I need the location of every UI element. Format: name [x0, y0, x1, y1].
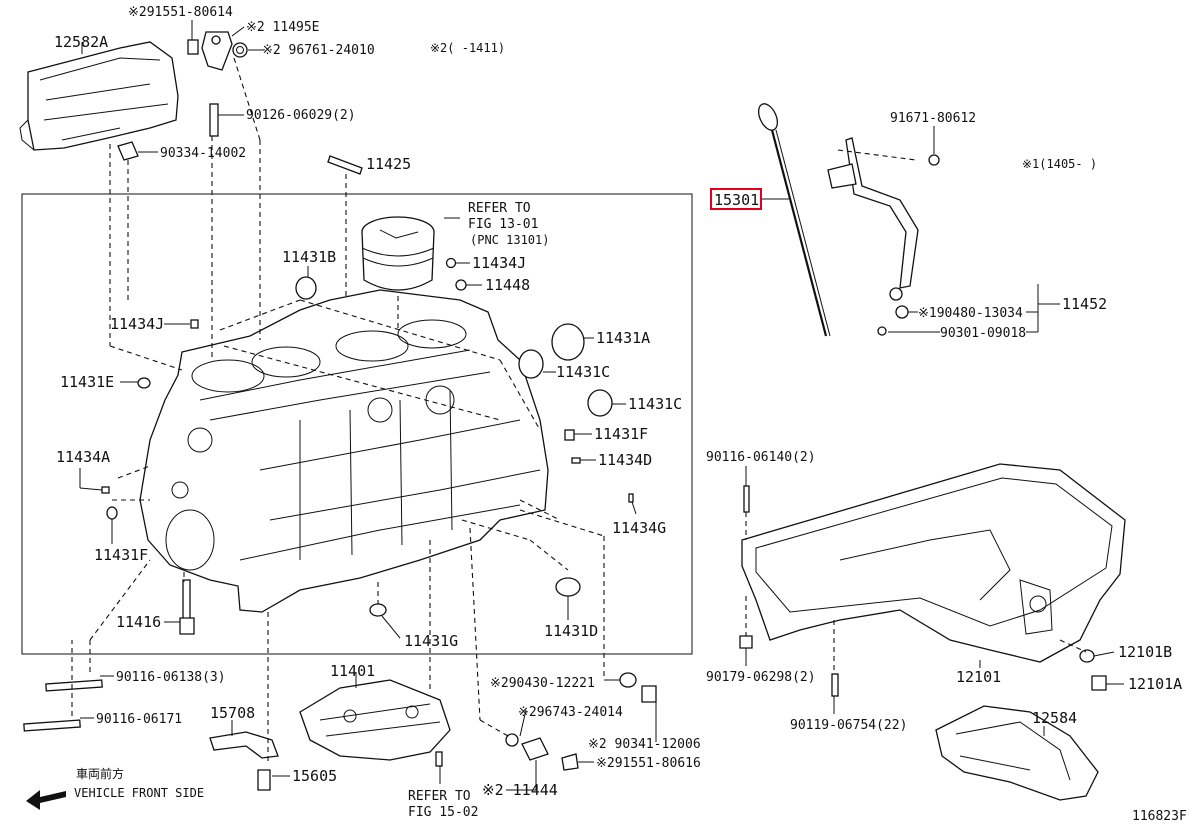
part-label-p08[interactable]: 11431B [282, 248, 336, 266]
part-label-p18[interactable]: 11434D [598, 451, 652, 469]
part-label-p05[interactable]: 90126-06029(2) [246, 108, 356, 123]
part-label-p42[interactable]: 12101B [1118, 643, 1172, 661]
vehicle-front-label-en: VEHICLE FRONT SIDE [74, 786, 204, 800]
part-label-p02[interactable]: ※2 11495E [246, 20, 320, 35]
part-label-p40[interactable]: 90179-06298(2) [706, 670, 816, 685]
part-label-p22[interactable]: 11431G [404, 632, 458, 650]
part-label-p35[interactable]: 91671-80612 [890, 111, 976, 126]
oil-strainer-bracket-shape [209, 731, 279, 791]
part-label-p44[interactable]: 90119-06754(22) [790, 718, 907, 733]
part-label-p27[interactable]: 15708 [210, 704, 255, 722]
fittings [505, 672, 657, 771]
part-label-p17[interactable]: 11434A [56, 448, 110, 466]
part-label-p34[interactable]: 15301 [714, 191, 759, 209]
part-labels: ※291551-80614 ※2 11495E ※2 96761-24010 1… [54, 5, 1182, 799]
part-label-p32[interactable]: ※291551-80616 [596, 756, 701, 771]
refer-fig-15-02-line2[interactable]: FIG 15-02 [408, 805, 478, 820]
part-label-p12[interactable]: 11431A [596, 329, 650, 347]
oil-level-gauge-guide-shape [827, 137, 940, 336]
part-label-p29[interactable]: ※290430-12221 [490, 676, 595, 691]
refer-fig-13-01-line3[interactable]: (PNC 13101) [470, 233, 549, 247]
notes: ※2( -1411) ※1(1405- ) [430, 41, 1097, 171]
timing-case-shape [299, 679, 451, 767]
part-label-p24[interactable]: 11401 [330, 662, 375, 680]
note-serial-range-1: ※1(1405- ) [1022, 157, 1097, 171]
part-label-p28[interactable]: 15605 [292, 767, 337, 785]
block-plugs [101, 257, 634, 635]
part-label-p03[interactable]: ※2 96761-24010 [262, 43, 375, 58]
part-label-p23[interactable]: 11431D [544, 622, 598, 640]
part-label-p20[interactable]: 11431F [94, 546, 148, 564]
part-label-p33[interactable]: ※2 11444 [482, 781, 558, 799]
note-serial-range-2: ※2( -1411) [430, 41, 505, 55]
highlight-box-15301 [710, 188, 762, 210]
studs [23, 679, 103, 732]
vehicle-front-label-jp: 車両前方 [76, 766, 124, 781]
refer-fig-13-01-line1[interactable]: REFER TO [468, 201, 531, 216]
part-label-p31[interactable]: ※2 90341-12006 [588, 737, 701, 752]
part-label-p01[interactable]: ※291551-80614 [128, 5, 233, 20]
part-label-p15[interactable]: 11431C [628, 395, 682, 413]
part-label-p39[interactable]: 90116-06140(2) [706, 450, 816, 465]
piston-shape [361, 216, 435, 291]
part-label-p37[interactable]: 90301-09018 [940, 326, 1026, 341]
part-label-p06[interactable]: 90334-14002 [160, 146, 246, 161]
oil-pan-baffle-shape [935, 705, 1099, 801]
part-label-p45[interactable]: 12584 [1032, 709, 1077, 727]
part-label-p25[interactable]: 90116-06138(3) [116, 670, 226, 685]
heat-insulator-12582A-shape [19, 41, 179, 151]
part-label-p21[interactable]: 11416 [116, 613, 161, 631]
part-label-p11[interactable]: 11434J [110, 315, 164, 333]
part-label-p07[interactable]: 11425 [366, 155, 411, 173]
figure-number: 116823F [1132, 809, 1187, 824]
refer-fig-13-01-line2[interactable]: FIG 13-01 [468, 217, 538, 232]
part-label-p36[interactable]: ※190480-13034 [918, 306, 1023, 321]
part-label-p13[interactable]: 11431E [60, 373, 114, 391]
engine-block-frame [21, 193, 693, 655]
part-label-p09[interactable]: 11434J [472, 254, 526, 272]
oil-level-gauge-shape [757, 103, 831, 337]
part-label-p41[interactable]: 12101 [956, 668, 1001, 686]
leader-lines [79, 20, 1124, 791]
part-label-p04[interactable]: 12582A [54, 33, 108, 51]
part-label-p26[interactable]: 90116-06171 [96, 712, 182, 727]
vehicle-front-indicator: 車両前方 VEHICLE FRONT SIDE [26, 766, 204, 810]
part-label-p43[interactable]: 12101A [1128, 675, 1182, 693]
part-label-p14[interactable]: 11431C [556, 363, 610, 381]
oil-pan-shape [739, 463, 1126, 697]
part-label-p30[interactable]: ※296743-24014 [518, 705, 623, 720]
part-label-p10[interactable]: 11448 [485, 276, 530, 294]
part-label-p38[interactable]: 11452 [1062, 295, 1107, 313]
left-arrow-icon [26, 790, 66, 810]
top-small-parts [117, 31, 363, 175]
part-label-p19[interactable]: 11434G [612, 519, 666, 537]
part-label-p16[interactable]: 11431F [594, 425, 648, 443]
refer-notes: REFER TO FIG 13-01 (PNC 13101) REFER TO … [408, 201, 549, 820]
cylinder-block-shape [139, 289, 549, 613]
alignment-lines [71, 57, 1087, 762]
refer-fig-15-02-line1[interactable]: REFER TO [408, 789, 471, 804]
